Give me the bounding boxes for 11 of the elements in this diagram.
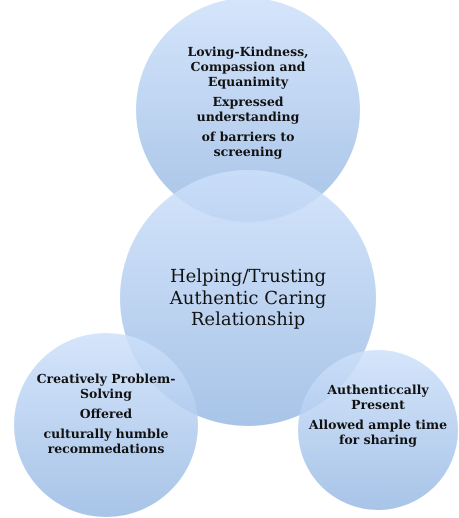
circle-heading: Authenticcally Present bbox=[326, 382, 430, 412]
circle bbox=[298, 350, 458, 510]
circle-text: culturally humble recommedations bbox=[42, 426, 170, 456]
circle-heading: Loving-Kindness, Compassion and Equanimity bbox=[186, 44, 310, 89]
circle bbox=[14, 333, 198, 517]
circle-heading: Creatively Problem-Solving bbox=[36, 371, 176, 401]
circle-text: Offered bbox=[80, 406, 132, 421]
circle-text: Expressed understanding bbox=[196, 94, 300, 124]
circle-text: Allowed ample time for sharing bbox=[308, 417, 448, 447]
circle-text: of barriers to screening bbox=[200, 129, 296, 159]
circle-heading: Helping/Trusting Authentic Caring Relationship bbox=[168, 266, 328, 331]
